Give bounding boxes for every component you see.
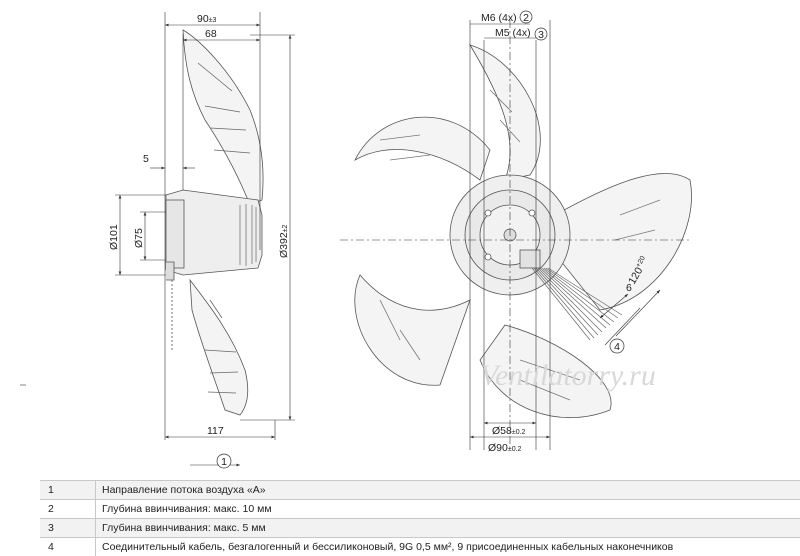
svg-text:1: 1	[221, 456, 227, 468]
dim-d392: Ø392±2	[278, 224, 290, 258]
side-motor-flange	[166, 200, 184, 268]
svg-text:3: 3	[538, 29, 544, 41]
legend-number: 1	[40, 481, 96, 500]
legend-text: Глубина ввинчивания: макс. 5 мм	[96, 519, 800, 538]
dim-total-depth: 90±3	[197, 13, 217, 25]
dim-d75: Ø75	[133, 228, 145, 248]
dim-d101: Ø101	[108, 224, 120, 250]
legend-number: 2	[40, 500, 96, 519]
m6-callout: 2	[520, 11, 532, 24]
legend-number: 3	[40, 519, 96, 538]
legend-text: Глубина ввинчивания: макс. 10 мм	[96, 500, 800, 519]
legend-row: 4 Соединительный кабель, безгалогенный и…	[40, 538, 800, 556]
watermark: Ventilatorry.ru	[480, 359, 656, 392]
dim-d58: Ø58±0.2	[492, 425, 526, 437]
front-blade-left-bottom	[355, 275, 470, 385]
legend-table: 1 Направление потока воздуха «A» 2 Глуби…	[40, 480, 800, 556]
side-cable-stub	[166, 262, 174, 280]
legend-text: Направление потока воздуха «A»	[96, 481, 800, 500]
legend-row: 3 Глубина ввинчивания: макс. 5 мм	[40, 519, 800, 538]
m6-label: M6 (4x)	[481, 12, 517, 24]
front-blade-right	[555, 173, 692, 310]
dim-117: 117	[207, 425, 224, 437]
technical-drawing: 1 90±3 68 5 Ø101 Ø75 Ø392±2 117	[0, 0, 800, 480]
svg-text:2: 2	[523, 12, 529, 24]
dim-5: 5	[143, 153, 149, 165]
side-blade-bottom	[190, 280, 248, 415]
m5-label: M5 (4x)	[495, 27, 531, 39]
dim-6: 6	[626, 282, 632, 294]
flow-callout: 1	[217, 454, 231, 468]
side-view	[166, 30, 263, 415]
legend-text: Соединительный кабель, безгалогенный и б…	[96, 538, 800, 556]
dim-depth-68: 68	[205, 28, 217, 40]
m5-callout: 3	[535, 28, 547, 41]
front-connection-box	[520, 250, 540, 268]
side-blade-top	[183, 30, 263, 205]
cable-callout: 4	[610, 339, 624, 353]
dim-d90: Ø90±0.2	[488, 442, 522, 454]
svg-text:4: 4	[614, 341, 620, 353]
legend-row: 2 Глубина ввинчивания: макс. 10 мм	[40, 500, 800, 519]
legend-number: 4	[40, 538, 96, 556]
legend-row: 1 Направление потока воздуха «A»	[40, 481, 800, 500]
